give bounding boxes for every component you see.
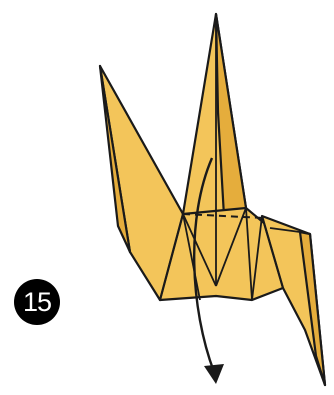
step-number-badge: 15: [14, 279, 60, 325]
step-number: 15: [23, 287, 51, 318]
origami-crane-model: [100, 14, 325, 385]
